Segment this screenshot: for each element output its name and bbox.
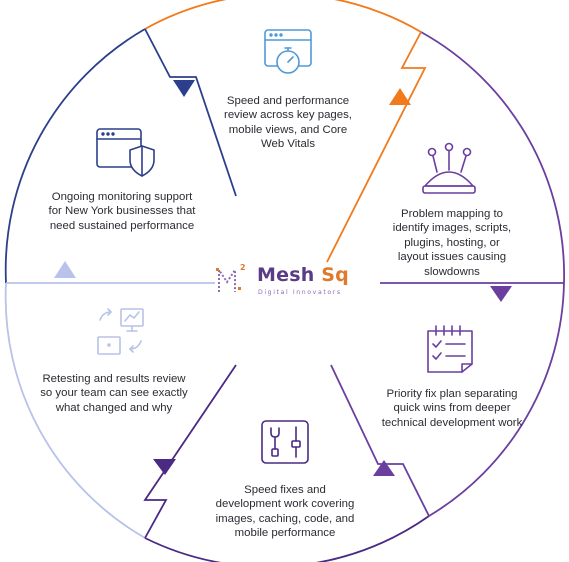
logo-tagline: Digital Innovators — [258, 289, 342, 296]
stopwatch-browser-icon — [264, 29, 312, 74]
logo-name-mesh: Mesh — [257, 264, 322, 286]
svg-text:2: 2 — [240, 263, 246, 272]
browser-shield-icon — [96, 128, 155, 177]
arrow-marker-speed-review — [389, 88, 411, 105]
tools-icon — [261, 420, 309, 464]
pin-cushion-icon — [422, 142, 476, 194]
ring-arc-priority-fix — [428, 282, 565, 517]
arrow-marker-priority-fix — [373, 460, 395, 476]
mesh-sq-logo-mark: 2 — [216, 263, 246, 292]
segment-text-speed-review: Speed and performance review across key … — [224, 95, 352, 151]
ring-arc-monitoring — [4, 28, 146, 284]
segment-text-problem-mapping: Problem mapping to identify images, scri… — [392, 208, 512, 278]
segment-text-speed-fixes: Speed fixes and development work coverin… — [215, 484, 355, 540]
divider-line-top-left — [144, 28, 237, 197]
arrow-marker-retesting — [54, 261, 76, 278]
segment-text-priority-fix-plan: Priority fix plan separating quick wins … — [381, 388, 523, 429]
mesh-sq-logo: Mesh Sq Digital Innovators — [217, 262, 357, 302]
sync-screens-icon — [97, 308, 144, 355]
divider-line-top-right — [326, 31, 427, 263]
checklist-clipboard-icon — [427, 325, 473, 373]
logo-wordmark: Mesh Sq — [257, 264, 349, 286]
ring-arc-speed-review — [144, 0, 422, 33]
ring-arc-speed-fixes — [144, 515, 430, 562]
logo-name-sq: Sq — [321, 264, 349, 286]
divider-line-bottom-right — [330, 364, 430, 517]
arrow-marker-problem-mapping — [490, 286, 512, 302]
arrow-marker-speed-fixes — [153, 459, 176, 475]
arrow-marker-monitoring — [173, 80, 195, 97]
ring-arc-retesting — [4, 282, 146, 539]
segment-text-monitoring: Ongoing monitoring support for New York … — [48, 191, 196, 232]
divider-line-bottom-left — [143, 364, 237, 539]
segment-text-retesting: Retesting and results review so your tea… — [40, 373, 188, 414]
ring-arc-problem-mapping — [420, 31, 565, 284]
